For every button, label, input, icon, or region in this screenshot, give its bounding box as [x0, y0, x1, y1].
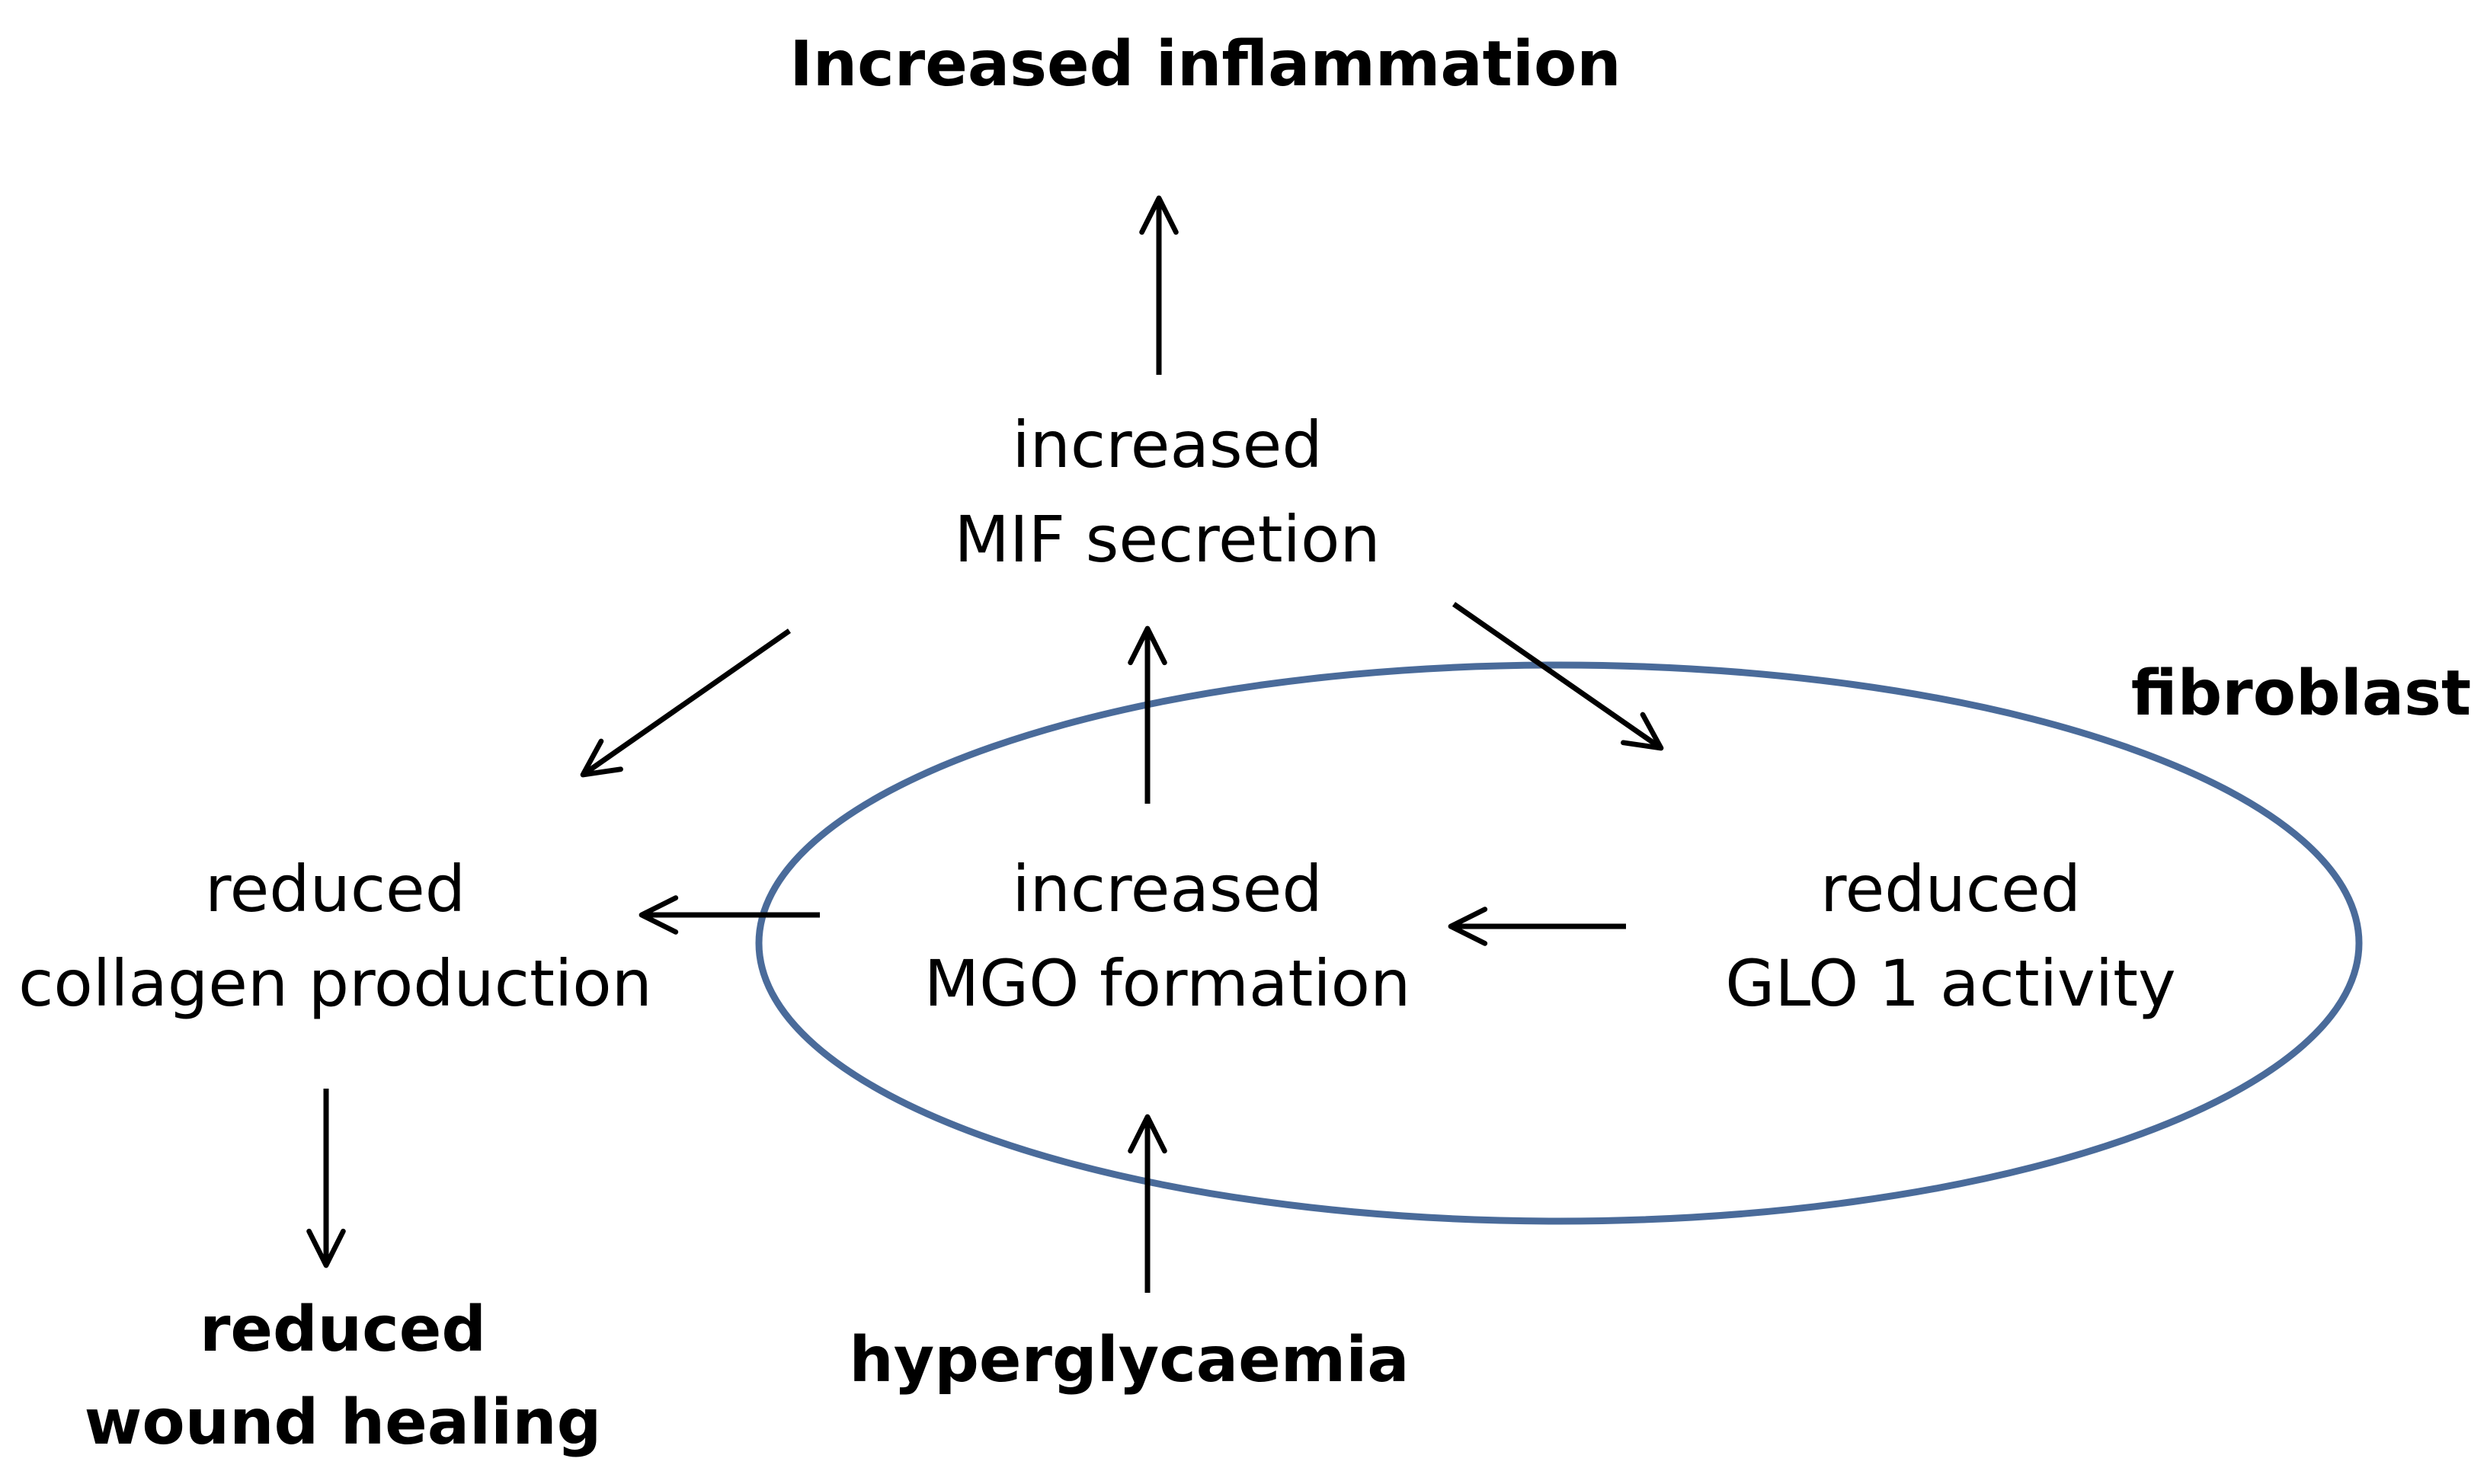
wound-line2: wound healing — [84, 1386, 602, 1459]
fibroblast-cell-outline — [755, 661, 2363, 1225]
collagen-line1: reduced — [204, 852, 466, 926]
mgo-line1: increased — [1012, 852, 1323, 926]
increased-inflammation-label: Increased inflammation — [789, 28, 1621, 101]
collagen-line2: collagen production — [18, 946, 652, 1021]
hyperglycaemia-label: hyperglycaemia — [849, 1324, 1410, 1396]
glo-line1: reduced — [1820, 852, 2082, 926]
mgo-formation-node: increased MGO formation — [824, 857, 1510, 1015]
mgo-line2: MGO formation — [923, 946, 1411, 1021]
mif-secretion-node: increased MIF secretion — [824, 413, 1510, 571]
arrow-mif-to-collagen — [580, 628, 792, 778]
mif-line1: increased — [1012, 408, 1323, 482]
arrow-mif-to-glo — [1452, 602, 1664, 751]
glo-line2: GLO 1 activity — [1725, 946, 2176, 1021]
collagen-production-node: reduced collagen production — [0, 857, 671, 1015]
glo1-activity-node: reduced GLO 1 activity — [1608, 857, 2293, 1015]
wound-healing-node: reduced wound healing — [38, 1299, 648, 1454]
mif-line2: MIF secretion — [954, 502, 1381, 577]
wound-line1: reduced — [199, 1294, 487, 1366]
fibroblast-label: fibroblast — [2130, 657, 2472, 730]
